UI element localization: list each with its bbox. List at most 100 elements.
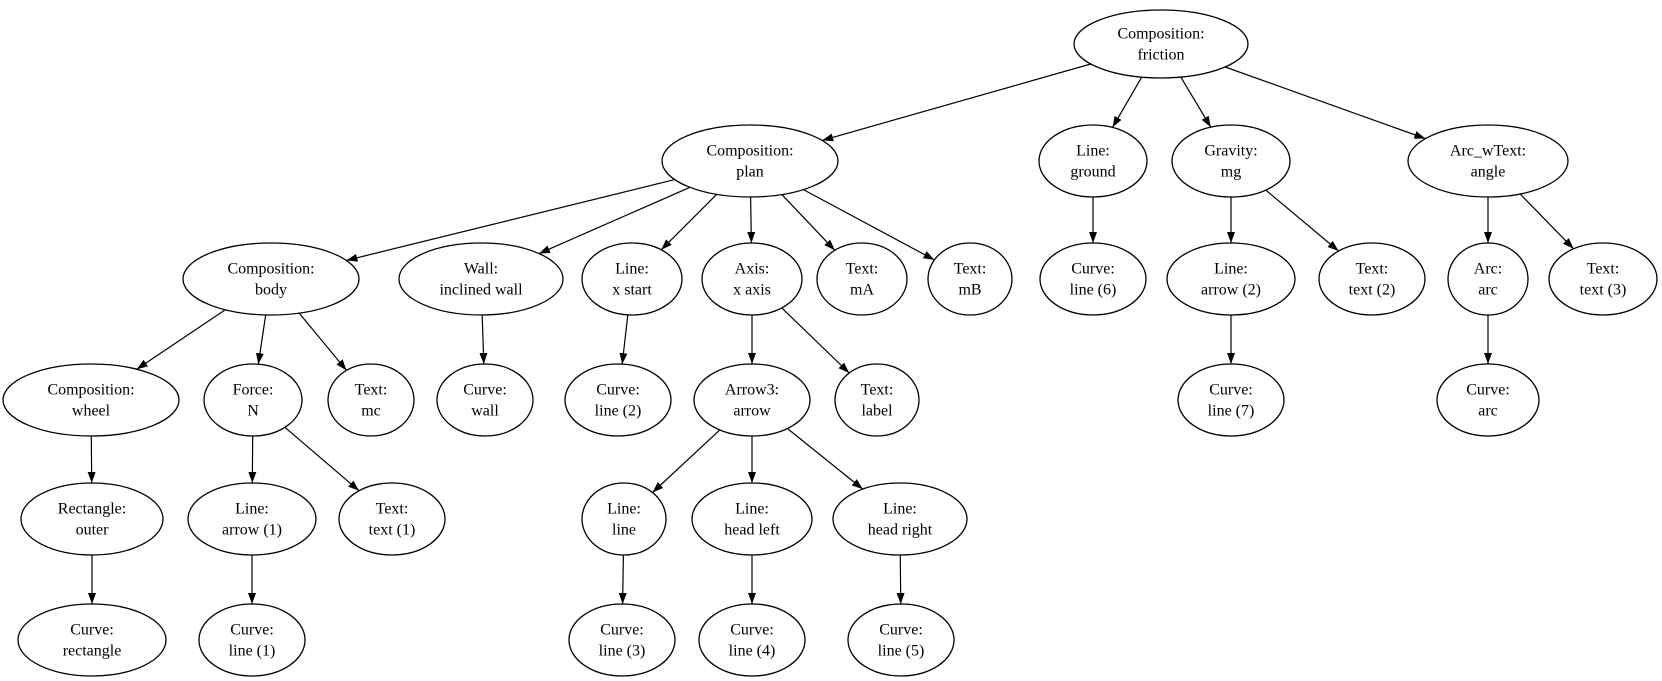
edge-angle-to-text-3 bbox=[1519, 193, 1575, 250]
edge-body-to-force-n bbox=[255, 314, 267, 365]
node-angle: Arc_wText:angle bbox=[1407, 124, 1569, 198]
node-type-label: Composition: bbox=[47, 382, 134, 399]
node-ellipse bbox=[847, 603, 955, 677]
node-type-label: Curve: bbox=[1209, 382, 1253, 399]
node-ellipse bbox=[1166, 242, 1296, 316]
node-name-label: angle bbox=[1471, 164, 1506, 181]
node-ellipse bbox=[398, 242, 564, 316]
edge-plan-to-mA bbox=[781, 194, 836, 251]
node-curve-arc: Curve: arc bbox=[1436, 363, 1540, 437]
node-type-label: Curve: bbox=[70, 622, 114, 639]
node-name-label: line (1) bbox=[229, 643, 276, 660]
node-type-label: Text: bbox=[1587, 261, 1620, 278]
node-name-label: text (2) bbox=[1349, 282, 1396, 299]
node-inclined-wall: Wall: inclined wall bbox=[398, 242, 564, 316]
node-type-label: Line: bbox=[735, 501, 769, 518]
node-type-label: Text: bbox=[954, 261, 987, 278]
node-name-label: outer bbox=[76, 522, 110, 539]
node-name-label: label bbox=[861, 403, 893, 420]
node-type-label: Wall: bbox=[464, 261, 498, 278]
node-ellipse bbox=[203, 363, 303, 437]
node-ground: Line:ground bbox=[1038, 124, 1148, 198]
node-name-label: x axis bbox=[733, 282, 771, 299]
node-name-label: arc bbox=[1478, 403, 1498, 420]
edge-line-to-line-3 bbox=[618, 554, 627, 605]
node-name-label: mc bbox=[361, 403, 381, 420]
edge-plan-to-inclined-wall bbox=[538, 186, 691, 255]
edge-mg-to-text-2 bbox=[1265, 189, 1339, 252]
node-type-label: Curve: bbox=[879, 622, 923, 639]
edge-body-to-wheel bbox=[136, 309, 226, 370]
node-name-label: head left bbox=[724, 522, 780, 539]
node-type-label: Composition: bbox=[1117, 26, 1204, 43]
node-name-label: ground bbox=[1070, 164, 1115, 181]
edge-force-n-to-text-1 bbox=[284, 426, 360, 492]
node-ellipse bbox=[1548, 242, 1658, 316]
node-name-label: body bbox=[255, 282, 287, 299]
node-text-3: Text:text (3) bbox=[1548, 242, 1658, 316]
node-line-5: Curve: line (5) bbox=[847, 603, 955, 677]
node-name-label: N bbox=[247, 403, 259, 420]
node-head-left: Line: head left bbox=[691, 482, 813, 556]
node-ellipse bbox=[182, 242, 360, 316]
node-type-label: Line: bbox=[1214, 261, 1248, 278]
node-head-right: Line:head right bbox=[832, 482, 968, 556]
node-ellipse bbox=[1407, 124, 1569, 198]
node-ellipse bbox=[691, 482, 813, 556]
edge-arrow3-to-head-right bbox=[787, 428, 864, 490]
edge-inclined-wall-to-curve-wall bbox=[479, 314, 488, 365]
node-ellipse bbox=[661, 124, 839, 198]
edge-friction-to-angle bbox=[1224, 66, 1426, 140]
node-line-2: Curve: line (2) bbox=[564, 363, 672, 437]
node-type-label: Line: bbox=[615, 261, 649, 278]
node-name-label: line (6) bbox=[1070, 282, 1117, 299]
node-name-label: arrow (1) bbox=[222, 522, 282, 539]
node-name-label: arrow (2) bbox=[1201, 282, 1261, 299]
node-ellipse bbox=[698, 603, 806, 677]
node-type-label: Arc: bbox=[1474, 261, 1502, 278]
node-name-label: x start bbox=[612, 282, 652, 299]
node-x-start: Line: x start bbox=[581, 242, 683, 316]
node-curve-wall: Curve:wall bbox=[436, 363, 534, 437]
node-name-label: plan bbox=[736, 164, 764, 181]
edge-plan-to-x-start bbox=[660, 193, 718, 251]
node-x-axis: Axis: x axis bbox=[701, 242, 803, 316]
node-ellipse bbox=[581, 482, 667, 556]
node-ellipse bbox=[1038, 124, 1148, 198]
node-ellipse bbox=[834, 363, 920, 437]
node-type-label: Text: bbox=[861, 382, 894, 399]
node-type-label: Curve: bbox=[600, 622, 644, 639]
node-ellipse bbox=[1177, 363, 1285, 437]
node-ellipse bbox=[1447, 242, 1529, 316]
node-line: Line:line bbox=[581, 482, 667, 556]
node-type-label: Curve: bbox=[463, 382, 507, 399]
node-curve-rectangle: Curve: rectangle bbox=[17, 603, 167, 677]
node-ellipse bbox=[564, 363, 672, 437]
node-ellipse bbox=[832, 482, 968, 556]
node-name-label: wheel bbox=[72, 403, 111, 420]
node-label: Text: label bbox=[834, 363, 920, 437]
node-type-label: Text: bbox=[355, 382, 388, 399]
node-type-label: Line: bbox=[883, 501, 917, 518]
node-ellipse bbox=[20, 482, 164, 556]
node-mc: Text: mc bbox=[327, 363, 415, 437]
node-name-label: rectangle bbox=[63, 643, 122, 660]
node-name-label: text (1) bbox=[369, 522, 416, 539]
node-ellipse bbox=[327, 363, 415, 437]
node-type-label: Curve: bbox=[1466, 382, 1510, 399]
nodes-layer: Composition:frictionComposition:planLine… bbox=[2, 9, 1658, 677]
node-name-label: line (5) bbox=[878, 643, 925, 660]
node-ellipse bbox=[1171, 124, 1291, 198]
node-type-label: Arrow3: bbox=[725, 382, 779, 399]
node-type-label: Curve: bbox=[1071, 261, 1115, 278]
node-name-label: line (7) bbox=[1208, 403, 1255, 420]
node-ellipse bbox=[568, 603, 676, 677]
node-type-label: Text: bbox=[846, 261, 879, 278]
node-type-label: Axis: bbox=[735, 261, 770, 278]
node-name-label: inclined wall bbox=[439, 282, 523, 299]
node-ellipse bbox=[17, 603, 167, 677]
edge-x-start-to-line-2 bbox=[619, 314, 629, 365]
node-name-label: line (2) bbox=[595, 403, 642, 420]
node-type-label: Curve: bbox=[596, 382, 640, 399]
